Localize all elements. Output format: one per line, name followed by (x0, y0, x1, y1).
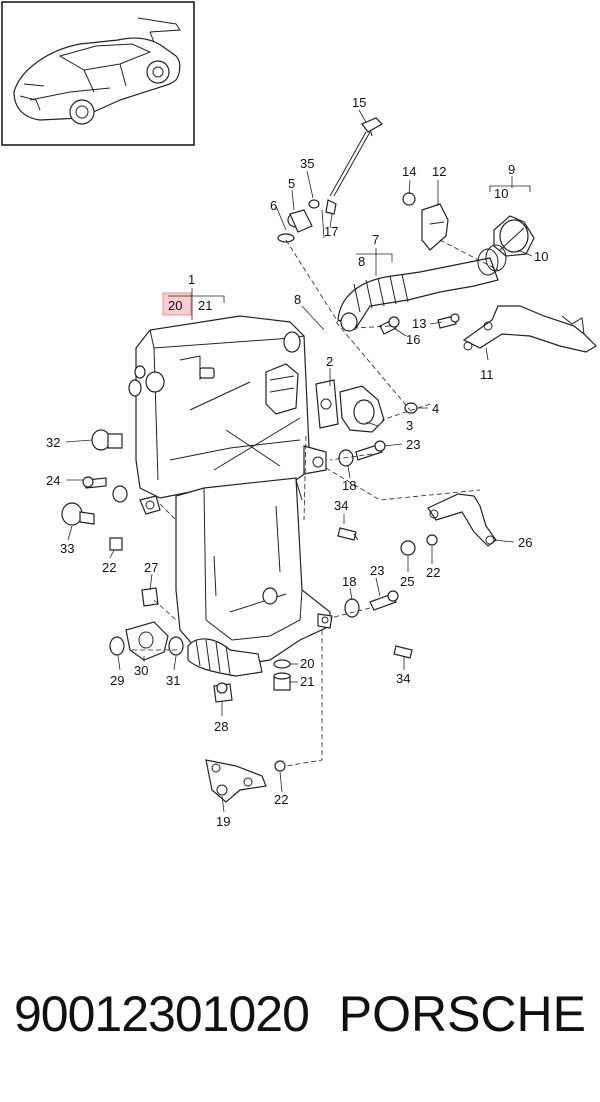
callout-group-1 (168, 288, 225, 320)
callout-32: 32 (46, 435, 60, 450)
right-fasteners (337, 493, 497, 659)
callout-31: 31 (166, 673, 180, 688)
callout-7: 7 (372, 232, 379, 247)
callout-25: 25 (400, 574, 414, 589)
callout-18-lower: 18 (342, 574, 356, 589)
callout-22-left: 22 (102, 560, 116, 575)
callout-23-upper: 23 (406, 437, 420, 452)
callout-29: 29 (110, 673, 124, 688)
callout-3: 3 (406, 418, 413, 433)
callout-26: 26 (518, 535, 532, 550)
left-fasteners (61, 429, 128, 551)
filler-hose-assembly (337, 192, 597, 353)
oil-tank (128, 315, 333, 667)
callout-34-lower: 34 (396, 671, 410, 686)
callout-28: 28 (214, 719, 228, 734)
callout-21: 21 (198, 298, 212, 313)
callout-21-lower: 21 (300, 674, 314, 689)
callout-20-lower: 20 (300, 656, 314, 671)
callout-22-right: 22 (426, 565, 440, 580)
callout-4: 4 (432, 401, 439, 416)
callout-10-upper: 10 (494, 186, 508, 201)
mount-bracket-19 (205, 759, 286, 803)
callout-18-upper: 18 (342, 478, 356, 493)
callout-8-left: 8 (294, 292, 301, 307)
callout-14: 14 (402, 164, 416, 179)
callout-23-lower: 23 (370, 563, 384, 578)
callout-9: 9 (508, 162, 515, 177)
callout-12: 12 (432, 164, 446, 179)
callout-35: 35 (300, 156, 314, 171)
footer: 90012301020 PORSCHE (0, 985, 600, 1065)
callout-16: 16 (406, 332, 420, 347)
drain-plug-assembly (273, 659, 291, 691)
callout-1: 1 (188, 272, 195, 287)
callout-10-right: 10 (534, 249, 548, 264)
callout-8-upper: 8 (358, 254, 365, 269)
car-illustration (13, 17, 181, 125)
callout-17: 17 (324, 224, 338, 239)
callout-34-upper: 34 (334, 498, 348, 513)
vehicle-inset (1, 1, 195, 146)
callout-27: 27 (144, 560, 158, 575)
highlight-box (162, 292, 192, 316)
callout-22-bottom: 22 (274, 792, 288, 807)
leader-lines (65, 109, 533, 813)
part-number: 90012301020 (14, 986, 310, 1042)
exploded-parts-diagram: 1 20 21 2 3 4 5 6 7 8 8 9 10 10 11 12 13… (1, 1, 597, 829)
brand-name: PORSCHE (338, 986, 586, 1042)
callout-24: 24 (46, 473, 60, 488)
thermostat-assembly (265, 363, 418, 467)
callout-2: 2 (326, 354, 333, 369)
callout-labels: 1 20 21 2 3 4 5 6 7 8 8 9 10 10 11 12 13… (46, 95, 548, 829)
callout-5: 5 (288, 176, 295, 191)
callout-15: 15 (352, 95, 366, 110)
callout-33: 33 (60, 541, 74, 556)
callout-13: 13 (412, 316, 426, 331)
assembly-guide-lines (132, 239, 499, 767)
callout-30: 30 (134, 663, 148, 678)
callout-19: 19 (216, 814, 230, 829)
callout-11: 11 (480, 367, 494, 382)
callout-6: 6 (270, 198, 277, 213)
sender-assembly (277, 117, 383, 243)
lower-left-fittings (109, 587, 263, 703)
callout-20-highlighted: 20 (168, 298, 182, 313)
